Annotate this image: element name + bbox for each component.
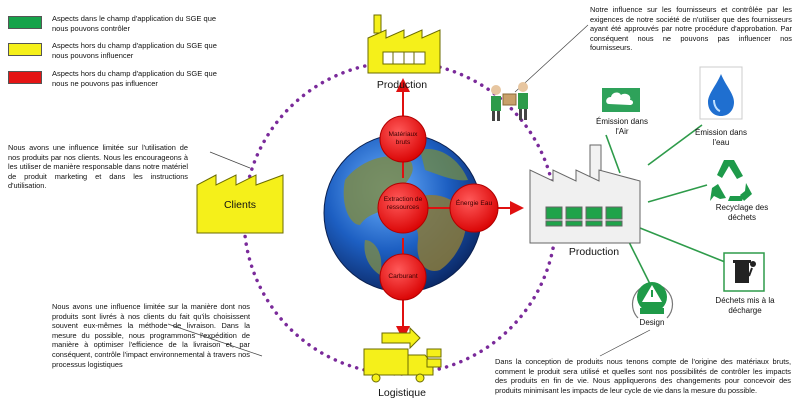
recycle-icon: [710, 160, 752, 201]
legend-swatch-red: [8, 71, 42, 84]
emission-eau-label: Émission dans l'eau: [694, 128, 748, 147]
legend-item-influenceable: Aspects hors du champ d'application du S…: [8, 41, 232, 60]
design-label: Design: [639, 318, 665, 327]
factory-icon-clients: [196, 174, 284, 234]
suppliers-text: Notre influence sur les fournisseurs et …: [590, 5, 792, 53]
production-right-label: Production: [568, 246, 620, 258]
emission-air-label: Émission dans l'Air: [595, 117, 649, 136]
legend-item-controllable: Aspects dans le champ d'application du S…: [8, 14, 232, 33]
node-carburant: [379, 253, 427, 301]
legend-swatch-yellow: [8, 43, 42, 56]
recyclage-label: Recyclage des déchets: [715, 203, 769, 222]
factory-icon-top: [367, 14, 441, 74]
node-extraction-label: Extraction de ressources: [383, 196, 423, 211]
truck-icon: [363, 326, 442, 383]
production-top-label: Production: [376, 79, 428, 91]
logistique-label: Logistique: [378, 387, 426, 399]
logistics-text: Nous avons une influence limitée sur la …: [52, 302, 250, 369]
clients-label: Clients: [223, 199, 257, 211]
suppliers-icon: [491, 82, 528, 121]
node-energie-label: Énergie Eau: [455, 200, 493, 207]
node-materiaux: [379, 115, 427, 163]
legend-text: Aspects hors du champ d'application du S…: [52, 69, 217, 88]
node-extraction: [377, 182, 429, 234]
design-text: Dans la conception de produits nous teno…: [495, 357, 791, 395]
cloud-icon: [602, 88, 640, 112]
clients-text: Nous avons une influence limitée sur l'u…: [8, 143, 188, 191]
trash-bin-icon: [723, 252, 765, 292]
decharge-label: Déchets mis à la décharge: [715, 296, 775, 315]
factory-icon-right: [529, 144, 641, 244]
water-drop-icon: [699, 66, 743, 120]
legend-item-not-influenceable: Aspects hors du champ d'application du S…: [8, 69, 232, 88]
legend-text: Aspects hors du champ d'application du S…: [52, 41, 217, 60]
design-warning-icon: [631, 282, 674, 319]
legend-swatch-green: [8, 16, 42, 29]
legend-text: Aspects dans le champ d'application du S…: [52, 14, 217, 33]
node-energie: [449, 183, 499, 233]
node-carburant-label: Carburant: [388, 273, 418, 280]
node-materiaux-label: Matériaux bruts: [388, 131, 418, 146]
